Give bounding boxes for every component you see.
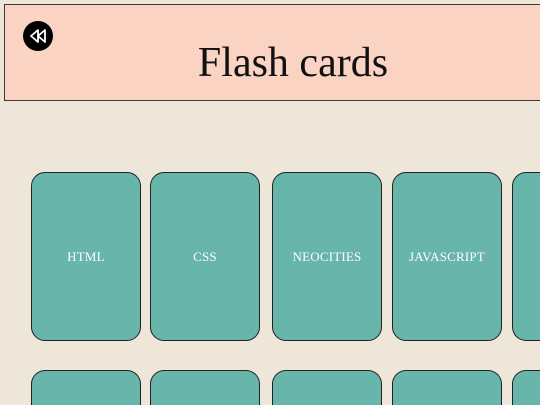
flash-card-javascript[interactable]: JAVASCRIPT xyxy=(392,172,502,341)
back-button[interactable] xyxy=(23,21,53,51)
flash-card[interactable] xyxy=(512,172,540,341)
page-title: Flash cards xyxy=(197,40,389,86)
flash-card[interactable] xyxy=(392,370,502,405)
flash-card-css[interactable]: CSS xyxy=(150,172,260,341)
flash-card[interactable] xyxy=(150,370,260,405)
flash-card[interactable] xyxy=(31,370,141,405)
flash-card[interactable] xyxy=(512,370,540,405)
flash-card[interactable] xyxy=(272,370,382,405)
page-header: Flash cards xyxy=(4,4,540,101)
flash-card-label: CSS xyxy=(193,248,217,264)
flash-card-label: JAVASCRIPT xyxy=(409,248,485,264)
rewind-icon xyxy=(30,29,46,43)
flash-card-label: HTML xyxy=(67,248,105,264)
flash-card-label: NEOCITIES xyxy=(292,248,362,264)
flash-card-html[interactable]: HTML xyxy=(31,172,141,341)
flash-card-neocities[interactable]: NEOCITIES xyxy=(272,172,382,341)
